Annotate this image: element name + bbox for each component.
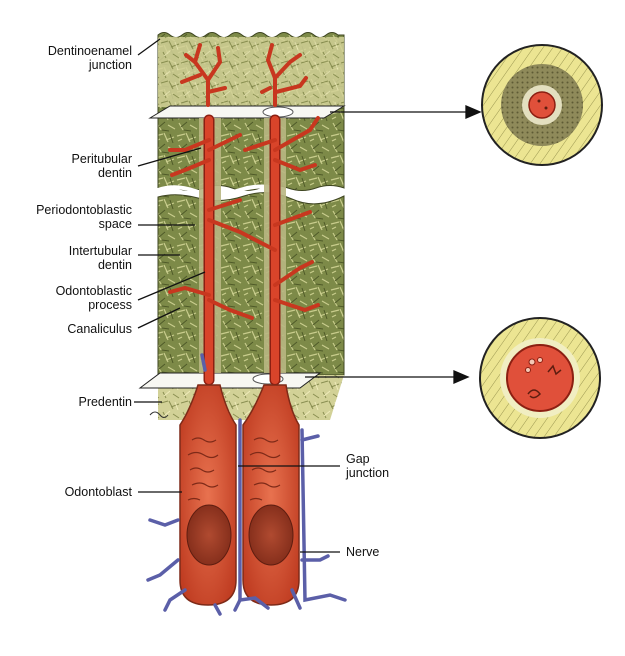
label-peritubular-dentin: Peritubular dentin (8, 152, 132, 180)
dentin-block-lower (157, 192, 345, 376)
label-periodontoblastic-space: Periodontoblastic space (8, 203, 132, 231)
label-line: Odontoblastic (55, 284, 132, 298)
arrow-upper (330, 105, 482, 119)
arrow-lower (305, 370, 470, 384)
dej-branches (180, 43, 308, 107)
label-intertubular-dentin: Intertubular dentin (8, 244, 132, 272)
label-odontoblast: Odontoblast (64, 485, 132, 499)
odontoblast-cell-left (179, 384, 237, 606)
leader-lines (134, 38, 340, 553)
cross-section-upper (481, 44, 603, 166)
section-plane-upper (148, 105, 346, 119)
label-line: space (98, 217, 132, 231)
label-line: dentin (97, 166, 132, 180)
label-line: process (88, 298, 132, 312)
label-gap-junction: Gap junction (346, 452, 436, 480)
canaliculi-branches (168, 116, 320, 320)
label-line: junction (346, 466, 390, 480)
odontoblast-cell-right (242, 384, 300, 606)
section-plane-lower (138, 372, 322, 389)
label-line: Dentinoenamel (47, 44, 132, 58)
label-nerve: Nerve (346, 545, 380, 559)
label-odontoblastic-process: Odontoblastic process (8, 284, 132, 312)
label-canaliculus: Canaliculus (67, 322, 132, 336)
label-dentinoenamel-junction: Dentinoenamel junction (8, 44, 132, 72)
label-line: Periodontoblastic (36, 203, 132, 217)
label-line: dentin (97, 258, 132, 272)
label-line: Intertubular (68, 244, 132, 258)
label-line: junction (88, 58, 132, 72)
label-predentin: Predentin (78, 395, 132, 409)
label-line: Gap (346, 452, 370, 466)
nerve-fibers (146, 353, 347, 616)
label-line: Peritubular (71, 152, 132, 166)
cross-section-lower (479, 317, 601, 439)
